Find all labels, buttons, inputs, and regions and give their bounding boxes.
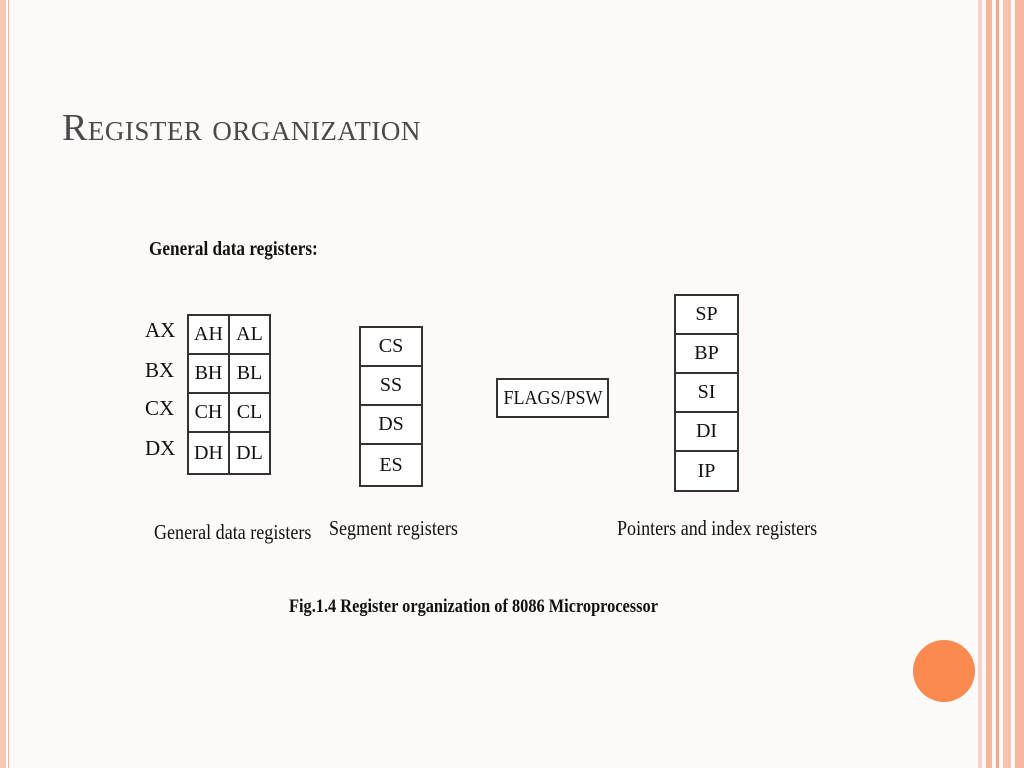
register-cell-ch: CH (187, 392, 230, 433)
stripe-1 (978, 0, 982, 768)
register-row-dx: DH DL (187, 431, 271, 475)
pointer-row: SI (674, 372, 739, 413)
flags-register-box: FLAGS/PSW (496, 378, 609, 418)
pointer-cell-si: SI (674, 372, 739, 413)
segment-cell-ss: SS (359, 365, 423, 406)
pointer-row: BP (674, 333, 739, 374)
segment-row: CS (359, 326, 423, 367)
register-cell-ah: AH (187, 314, 230, 355)
left-border-line (8, 0, 9, 768)
pointer-index-registers-table: SP BP SI DI IP (674, 294, 739, 492)
register-cell-dl: DL (228, 431, 271, 475)
segment-cell-ds: DS (359, 404, 423, 445)
segment-cell-cs: CS (359, 326, 423, 367)
register-cell-dh: DH (187, 431, 230, 475)
pointer-registers-caption: Pointers and index registers (617, 516, 818, 540)
register-cell-bl: BL (228, 353, 271, 394)
register-row-bx: BH BL (187, 353, 271, 394)
segment-row: DS (359, 404, 423, 445)
row-label-ax: AX (145, 318, 176, 342)
register-row-ax: AH AL (187, 314, 271, 355)
segment-row: SS (359, 365, 423, 406)
stripe-3 (996, 0, 999, 768)
pointer-row: SP (674, 294, 739, 335)
segment-registers-caption: Segment registers (329, 516, 458, 540)
slide-title: Register organization (62, 107, 421, 149)
stripe-5 (1015, 0, 1024, 768)
register-cell-bh: BH (187, 353, 230, 394)
stripe-2 (986, 0, 992, 768)
left-border-stripe (0, 0, 6, 768)
figure-heading: General data registers: (149, 238, 318, 260)
pointer-cell-di: DI (674, 411, 739, 452)
row-label-cx: CX (145, 396, 175, 420)
general-registers-caption: General data registers (154, 520, 312, 544)
register-row-cx: CH CL (187, 392, 271, 433)
segment-cell-es: ES (359, 443, 423, 487)
register-cell-al: AL (228, 314, 271, 355)
general-registers-table: AH AL BH BL CH CL DH DL (187, 314, 271, 475)
flags-register-label: FLAGS/PSW (503, 387, 603, 409)
figure-caption: Fig.1.4 Register organization of 8086 Mi… (289, 596, 658, 617)
row-label-bx: BX (145, 358, 175, 382)
pointer-cell-bp: BP (674, 333, 739, 374)
pointer-row: IP (674, 450, 739, 492)
segment-registers-table: CS SS DS ES (359, 326, 423, 487)
register-cell-cl: CL (228, 392, 271, 433)
stripe-4 (1003, 0, 1011, 768)
right-decorative-stripes (978, 0, 1024, 768)
decorative-orange-circle (913, 640, 975, 702)
pointer-row: DI (674, 411, 739, 452)
pointer-cell-ip: IP (674, 450, 739, 492)
row-label-dx: DX (145, 436, 176, 460)
segment-row: ES (359, 443, 423, 487)
pointer-cell-sp: SP (674, 294, 739, 335)
